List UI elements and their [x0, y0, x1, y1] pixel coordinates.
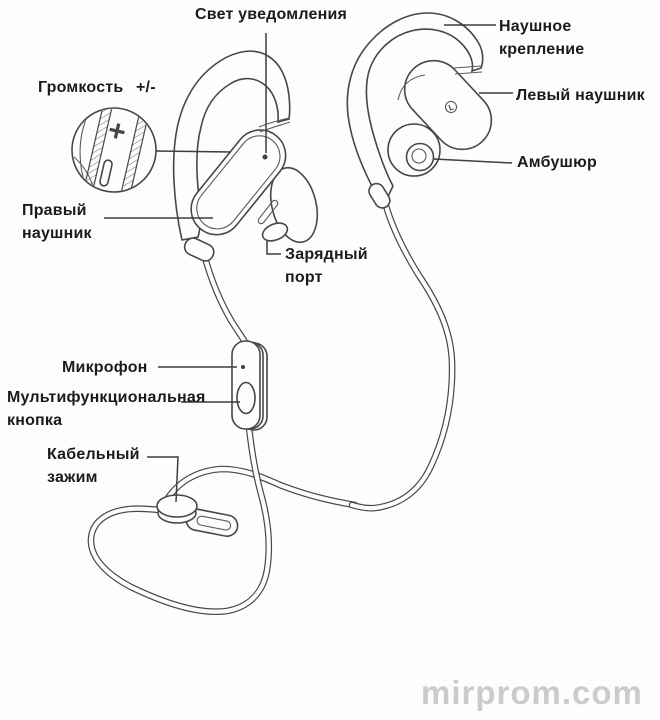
volume-rocker-band	[82, 109, 113, 191]
right-earbud	[172, 50, 319, 262]
left-earbud-letter: L	[447, 102, 455, 112]
callout-volume	[155, 150, 232, 153]
left-ear-hook	[346, 12, 484, 209]
callout-cable-clip	[147, 456, 179, 503]
label-ear-cushion: Амбушюр	[517, 154, 597, 171]
cables	[87, 202, 456, 615]
label-ear-mount: Наушное крепление	[499, 18, 585, 58]
label-charging-port: Зарядный порт	[285, 246, 368, 286]
label-multifunction: Мультифункциональная кнопка	[7, 389, 206, 429]
right-ear-hook	[172, 50, 291, 241]
cable-clip-part	[156, 494, 239, 537]
watermark: mirprom.com	[421, 674, 643, 711]
left-earbud-body	[403, 59, 493, 151]
inline-remote	[231, 340, 268, 431]
multifunction-button	[236, 381, 256, 415]
callout-lines	[104, 24, 513, 503]
left-marking: L	[444, 100, 458, 114]
label-volume: Громкость	[38, 79, 124, 96]
callout-ear-cushion	[433, 158, 513, 164]
label-cable-clip: Кабельный зажим	[47, 446, 140, 486]
volume-magnifier: +	[71, 107, 157, 193]
left-stem	[368, 182, 391, 209]
label-microphone: Микрофон	[62, 359, 148, 376]
label-notification-light: Свет уведомления	[195, 6, 348, 23]
right-earbud-body	[190, 129, 287, 236]
left-earbud: L	[346, 12, 493, 209]
label-volume-signs: +/-	[136, 79, 156, 96]
callout-charging-port	[266, 241, 281, 255]
microphone-hole	[241, 365, 245, 369]
volume-minus-mark	[99, 159, 113, 187]
charging-port-slit	[257, 199, 279, 225]
right-stem	[183, 237, 215, 262]
label-right-earbud: Правый наушник	[22, 202, 92, 242]
label-left-earbud: Левый наушник	[516, 87, 645, 104]
notification-light-dot	[262, 154, 268, 160]
